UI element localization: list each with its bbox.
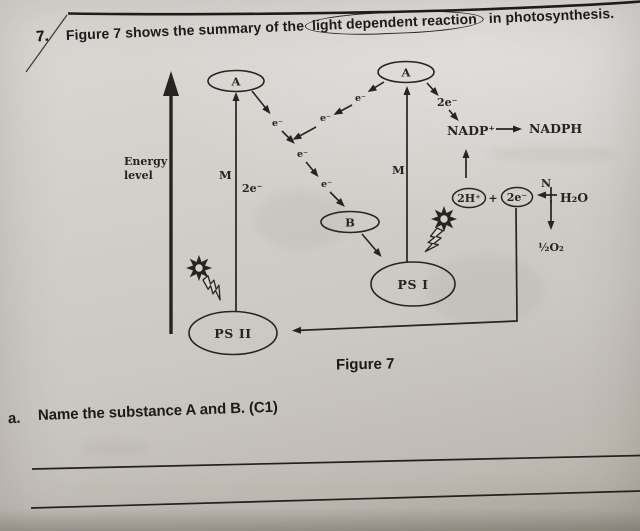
node-a-left-oval [207, 69, 265, 93]
light-on-ps1 [424, 206, 457, 253]
energy-axis: Energy level [124, 71, 179, 334]
subquestion-label: a. [7, 409, 21, 428]
node-ps1-label: PS I [397, 277, 428, 292]
label-m-left: M [219, 168, 232, 182]
light-on-ps2 [186, 255, 221, 301]
lightning-bolt-icon [202, 274, 221, 301]
node-a-right-label: A [401, 66, 412, 80]
2h-oval [451, 187, 487, 209]
electron-label: e⁻ [320, 113, 331, 124]
label-nadph: NADPH [529, 121, 582, 136]
label-n: N [541, 177, 551, 190]
answer-line-2 [30, 490, 640, 509]
node-ps2-oval [188, 310, 278, 356]
a-to-nadp-arrows [426, 82, 459, 122]
bleedthrough-mark [80, 440, 150, 456]
water-split-group: N H₂O ½O₂ [537, 177, 588, 254]
node-ps2-label: PS II [214, 326, 251, 341]
node-ps1-oval [370, 261, 456, 307]
electron-chain-left [251, 90, 345, 207]
energy-axis-arrowhead [163, 71, 179, 96]
title-circled-phrase: light dependent reaction [304, 8, 485, 38]
sun-icon [186, 255, 212, 281]
title-suffix: in photosynthesis. [488, 4, 615, 27]
node-a-left-label: A [231, 75, 242, 89]
electron-chain-right [292, 81, 385, 140]
title-prefix: Figure 7 shows the summary of the [65, 17, 305, 43]
axis-label-level: level [124, 169, 153, 182]
label-plus: + [488, 192, 497, 205]
subquestion-text: Name the substance A and B. (C1) [37, 398, 279, 424]
lightning-bolt-icon [424, 227, 444, 253]
label-water: H₂O [560, 190, 588, 205]
electron-return-to-ps2-line [292, 207, 518, 334]
b-to-ps1-arrow [361, 233, 382, 258]
answer-line-1 [31, 454, 640, 470]
axis-label-energy: Energy [124, 155, 168, 168]
label-2e-water: 2e⁻ [507, 191, 528, 204]
label-2e-left: 2e⁻ [242, 182, 263, 195]
bleedthrough-mark [255, 190, 350, 250]
node-b-oval [320, 210, 380, 234]
electron-label: e⁻ [272, 118, 283, 129]
label-half-oxygen: ½O₂ [538, 241, 564, 254]
electron-label: e⁻ [355, 93, 366, 104]
2e-oval [500, 186, 534, 208]
bleedthrough-mark [425, 255, 545, 325]
label-m-right: M [392, 163, 405, 177]
node-a-right-oval [377, 60, 435, 84]
question-number: 7. [35, 27, 50, 46]
bleedthrough-mark [488, 146, 618, 162]
electron-label: e⁻ [297, 149, 308, 160]
label-2h: 2H⁺ [457, 192, 481, 205]
label-nadp: NADP⁺ [447, 123, 495, 138]
figure-caption: Figure 7 [335, 355, 395, 374]
sun-icon [431, 206, 457, 232]
node-b-label: B [345, 216, 355, 230]
electron-label: e⁻ [321, 179, 332, 190]
label-2e-right: 2e⁻ [437, 96, 458, 109]
